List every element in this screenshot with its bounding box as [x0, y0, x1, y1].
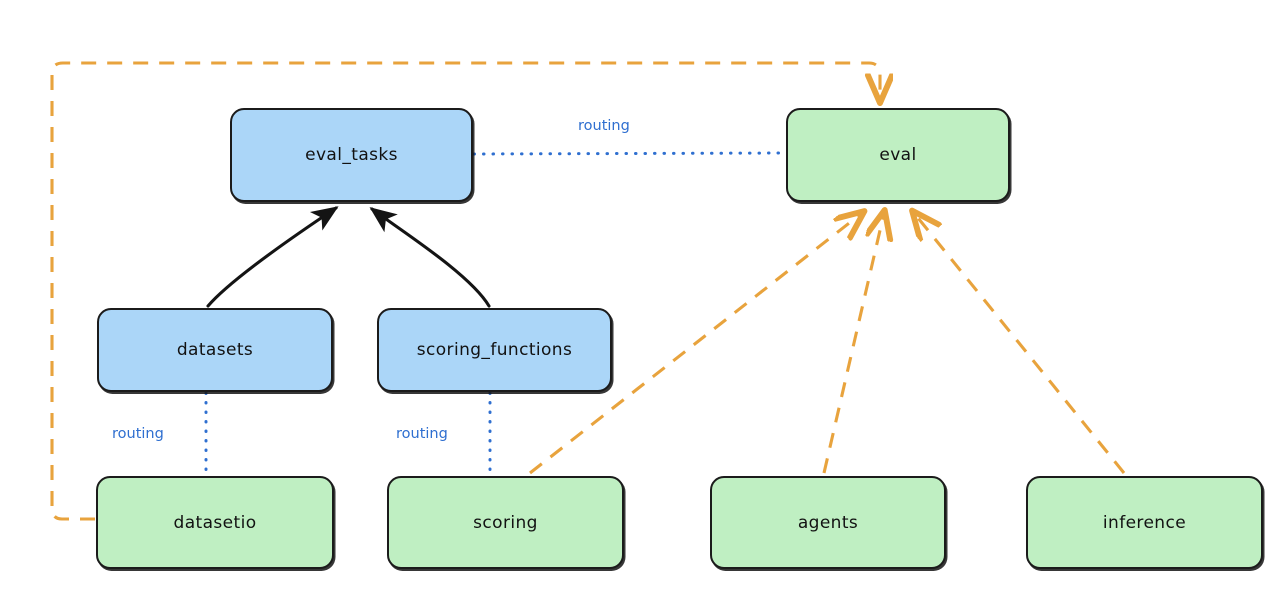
node-label-eval: eval	[879, 145, 917, 165]
node-inference[interactable]: inference	[1026, 476, 1263, 569]
edge-datasets-eval-tasks	[206, 206, 339, 308]
node-scoring[interactable]: scoring	[387, 476, 624, 569]
node-eval-tasks[interactable]: eval_tasks	[230, 108, 473, 202]
node-label-eval-tasks: eval_tasks	[305, 145, 398, 165]
edge-inference-eval	[914, 213, 1126, 474]
edge-routing-eval-tasks-eval	[472, 151, 787, 156]
edge-label-routing-scoring-functions: routing	[396, 426, 448, 442]
edge-label-routing-eval-tasks: routing	[578, 118, 630, 134]
edge-label-routing-datasets: routing	[112, 426, 164, 442]
edge-scoringfn-eval-tasks	[369, 207, 491, 308]
node-label-datasetio: datasetio	[173, 512, 257, 533]
node-label-inference: inference	[1102, 512, 1187, 533]
node-scoring-functions[interactable]: scoring_functions	[377, 308, 612, 392]
edge-scoring-eval	[529, 213, 862, 475]
node-eval[interactable]: eval	[786, 108, 1010, 202]
node-label-scoring-functions: scoring_functions	[416, 340, 573, 360]
edge-agents-eval	[822, 213, 884, 474]
node-label-datasets: datasets	[176, 340, 254, 360]
edge-datasetio-eval	[50, 61, 880, 521]
node-datasets[interactable]: datasets	[97, 308, 333, 392]
node-agents[interactable]: agents	[710, 476, 946, 569]
node-datasetio[interactable]: datasetio	[96, 476, 334, 569]
node-label-agents: agents	[797, 512, 859, 533]
node-label-scoring: scoring	[473, 512, 538, 533]
